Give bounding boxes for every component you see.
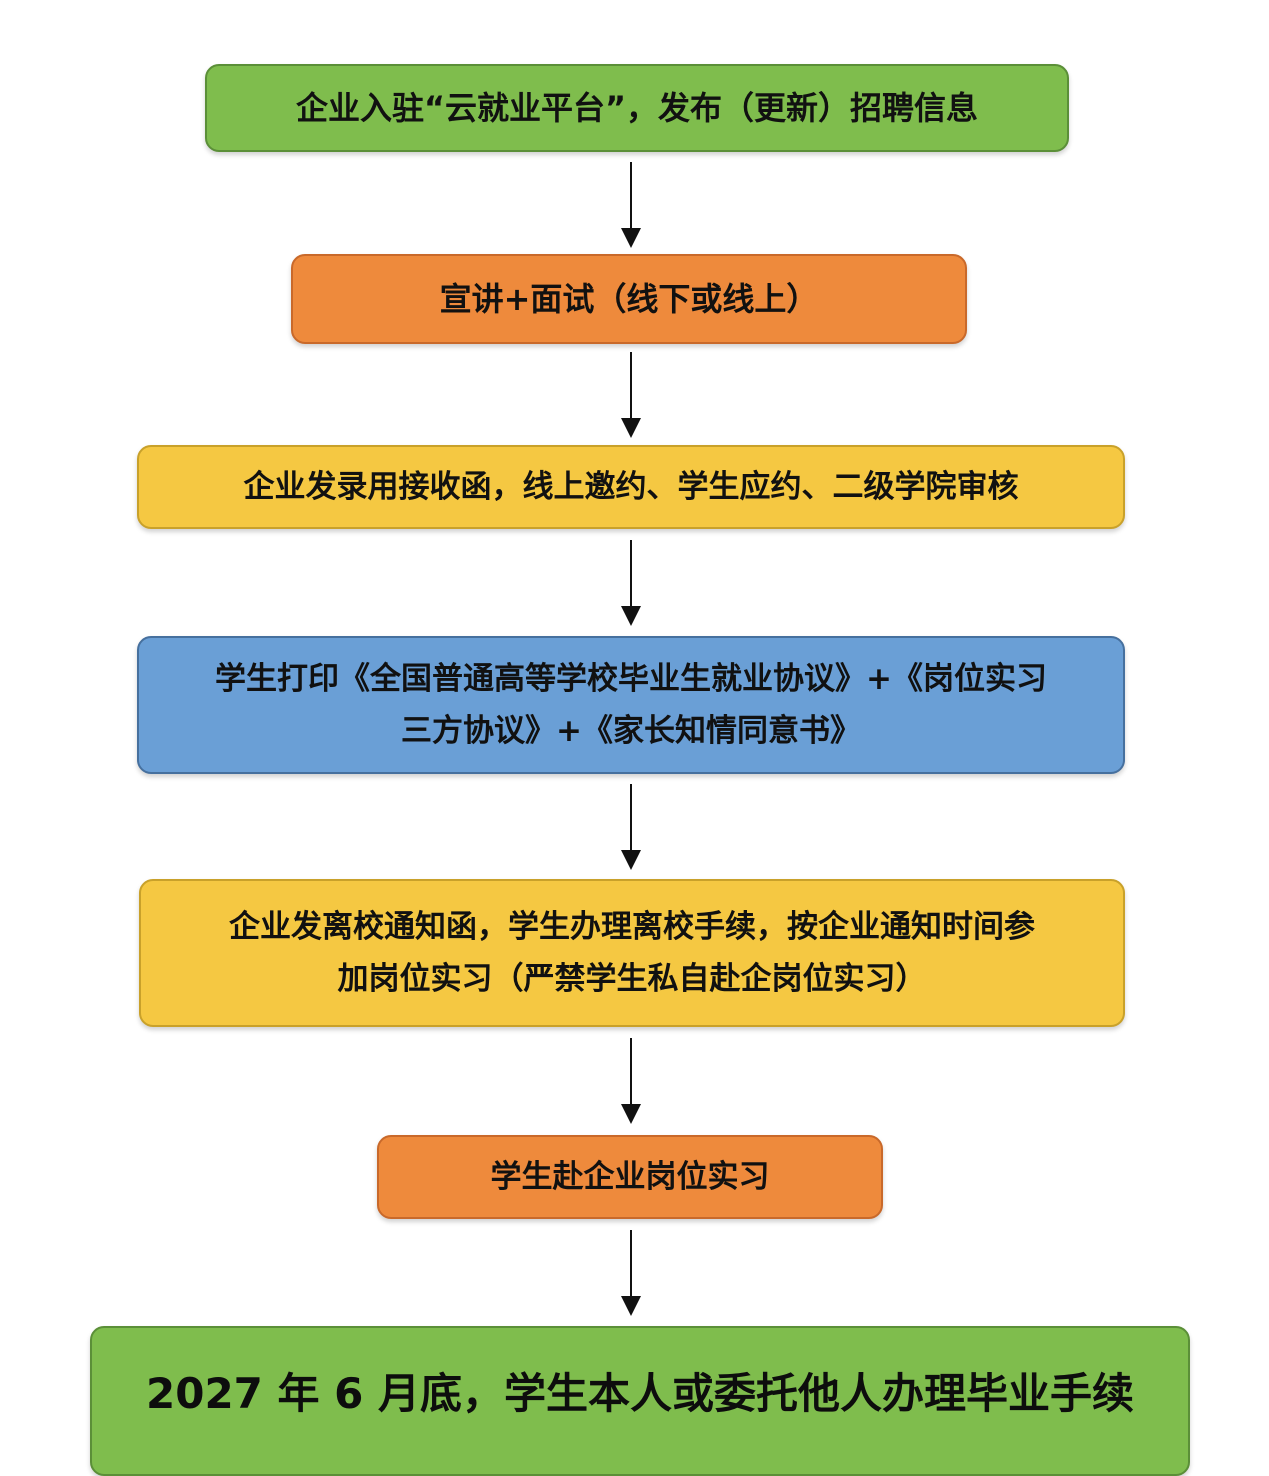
step-1-text: 企业入驻“云就业平台”，发布（更新）招聘信息 [295,89,979,127]
arrow-2-icon [616,352,646,440]
step-1-box: 企业入驻“云就业平台”，发布（更新）招聘信息 [205,64,1069,152]
step-5-text-line-1: 企业发离校通知函，学生办理离校手续，按企业通知时间参 [229,909,1035,945]
step-5-box: 企业发离校通知函，学生办理离校手续，按企业通知时间参 加岗位实习（严禁学生私自赴… [139,879,1125,1027]
step-4-box: 学生打印《全国普通高等学校毕业生就业协议》+《岗位实习 三方协议》+《家长知情同… [137,636,1125,774]
step-5-text-line-2: 加岗位实习（严禁学生私自赴企岗位实习） [337,961,927,997]
arrow-3-icon [616,540,646,628]
step-2-box: 宣讲+面试（线下或线上） [291,254,967,344]
step-6-box: 学生赴企业岗位实习 [377,1135,883,1219]
step-6-text: 学生赴企业岗位实习 [490,1159,770,1195]
step-7-box: 2027 年 6 月底，学生本人或委托他人办理毕业手续 [90,1326,1190,1476]
arrow-6-icon [616,1230,646,1318]
step-3-text: 企业发录用接收函，线上邀约、学生应约、二级学院审核 [243,469,1019,505]
arrow-1-icon [616,162,646,250]
step-4-text-line-2: 三方协议》+《家长知情同意书》 [401,713,861,749]
step-3-box: 企业发录用接收函，线上邀约、学生应约、二级学院审核 [137,445,1125,529]
arrow-4-icon [616,784,646,872]
step-2-text: 宣讲+面试（线下或线上） [439,280,819,318]
step-7-text: 2027 年 6 月底，学生本人或委托他人办理毕业手续 [146,1369,1134,1418]
arrow-5-icon [616,1038,646,1126]
step-4-text-line-1: 学生打印《全国普通高等学校毕业生就业协议》+《岗位实习 [215,661,1047,697]
